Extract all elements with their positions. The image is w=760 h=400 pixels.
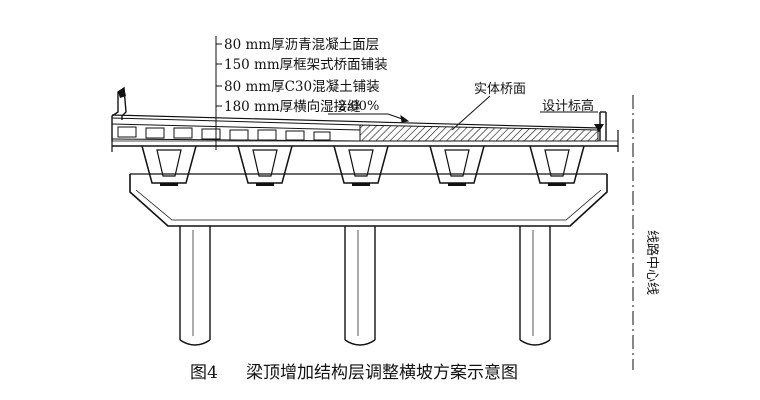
left-parapet-top xyxy=(118,88,126,98)
box-girder-2 xyxy=(237,145,293,184)
box-girder-5 xyxy=(529,145,585,184)
design-elevation-marker xyxy=(594,124,604,132)
wearing-surface xyxy=(111,114,601,129)
centerline-label: 线路中心线 xyxy=(644,230,660,295)
box-girder-3 xyxy=(333,145,389,184)
layer-label-3: 80 mm厚C30混凝土铺装 xyxy=(224,79,380,95)
layer-label-2: 150 mm厚框架式桥面铺装 xyxy=(224,57,388,73)
cap-beam-shadow xyxy=(135,189,602,221)
figure-title: 梁顶增加结构层调整横坡方案示意图 xyxy=(246,363,518,383)
solid-deck-leader xyxy=(451,95,491,131)
layer-label-1: 80 mm厚沥青混凝土面层 xyxy=(224,37,379,53)
box-girder-1 xyxy=(141,145,197,184)
layer-leaders xyxy=(215,36,222,150)
box-girder-4 xyxy=(429,145,485,184)
pier-left xyxy=(179,226,211,346)
pier-right xyxy=(519,226,551,346)
cap-beam xyxy=(129,174,608,227)
pier-middle xyxy=(344,226,376,346)
figure-number: 图4 xyxy=(190,363,218,383)
framed-pavement xyxy=(111,117,361,142)
bearing-pads xyxy=(160,183,566,186)
slope-label: 2.00% xyxy=(338,99,379,114)
slope-indicator xyxy=(328,113,410,123)
solid-deck-hatch xyxy=(359,124,599,142)
solid-deck-label: 实体桥面 xyxy=(474,82,526,97)
design-elevation-label: 设计标高 xyxy=(542,98,594,114)
layer-label-4: 180 mm厚横向湿接缝 xyxy=(224,98,361,115)
